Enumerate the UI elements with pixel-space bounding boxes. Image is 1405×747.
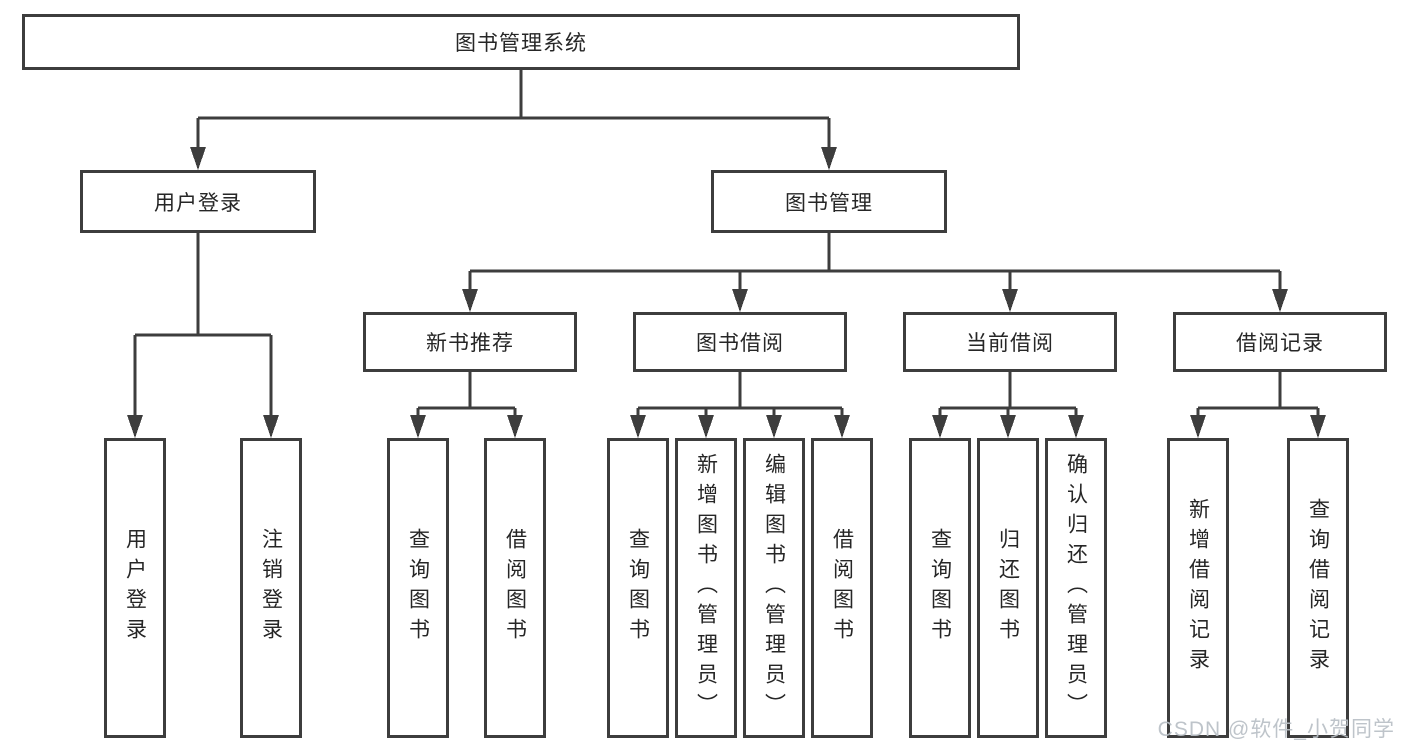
node-label: 新增借阅记录 [1186, 498, 1210, 678]
node-label: 确认归还（管理员） [1064, 453, 1088, 723]
node-label: 当前借阅 [966, 332, 1054, 355]
leaf-query-books-3: 查询图书 [909, 438, 971, 738]
connector-current-to-leaves [932, 372, 1084, 438]
node-label: 借阅图书 [503, 528, 527, 648]
node-label: 图书借阅 [696, 332, 784, 355]
leaf-query-books-1: 查询图书 [387, 438, 449, 738]
leaf-query-books-2: 查询图书 [607, 438, 669, 738]
node-label: 借阅记录 [1236, 332, 1324, 355]
connector-root-to-level2 [190, 70, 837, 170]
leaf-borrow-books-2: 借阅图书 [811, 438, 873, 738]
leaf-confirm-return-admin: 确认归还（管理员） [1045, 438, 1107, 738]
leaf-add-borrow-record: 新增借阅记录 [1167, 438, 1229, 738]
node-current-borrow: 当前借阅 [903, 312, 1117, 372]
node-label: 新书推荐 [426, 332, 514, 355]
connector-management-to-level3 [462, 233, 1288, 312]
node-label: 图书管理 [785, 191, 873, 215]
connector-records-to-leaves [1190, 372, 1326, 438]
node-label: 用户登录 [154, 191, 242, 215]
node-label: 查询借阅记录 [1306, 498, 1330, 678]
node-label: 编辑图书（管理员） [762, 453, 786, 723]
connector-login-to-leaves [127, 233, 279, 438]
connector-borrow-to-leaves [630, 372, 850, 438]
csdn-watermark: CSDN @软件_小贺同学 [1157, 718, 1395, 741]
node-label: 归还图书 [996, 528, 1020, 648]
node-label: 新增图书（管理员） [694, 453, 718, 723]
node-label: 用户登录 [123, 528, 147, 648]
connector-newbooks-to-leaves [410, 372, 523, 438]
node-label: 图书管理系统 [455, 32, 587, 55]
node-book-management: 图书管理 [711, 170, 947, 233]
leaf-edit-books-admin: 编辑图书（管理员） [743, 438, 805, 738]
node-borrow-records: 借阅记录 [1173, 312, 1387, 372]
leaf-user-login: 用户登录 [104, 438, 166, 738]
node-label: 借阅图书 [830, 528, 854, 648]
leaf-add-books-admin: 新增图书（管理员） [675, 438, 737, 738]
leaf-logout: 注销登录 [240, 438, 302, 738]
leaf-return-books: 归还图书 [977, 438, 1039, 738]
leaf-borrow-books-1: 借阅图书 [484, 438, 546, 738]
node-label: 查询图书 [406, 528, 430, 648]
node-new-book-recommend: 新书推荐 [363, 312, 577, 372]
leaf-query-borrow-record: 查询借阅记录 [1287, 438, 1349, 738]
node-label: 查询图书 [928, 528, 952, 648]
node-book-borrow: 图书借阅 [633, 312, 847, 372]
node-user-login: 用户登录 [80, 170, 316, 233]
node-system-root: 图书管理系统 [22, 14, 1020, 70]
node-label: 查询图书 [626, 528, 650, 648]
node-label: 注销登录 [259, 528, 283, 648]
